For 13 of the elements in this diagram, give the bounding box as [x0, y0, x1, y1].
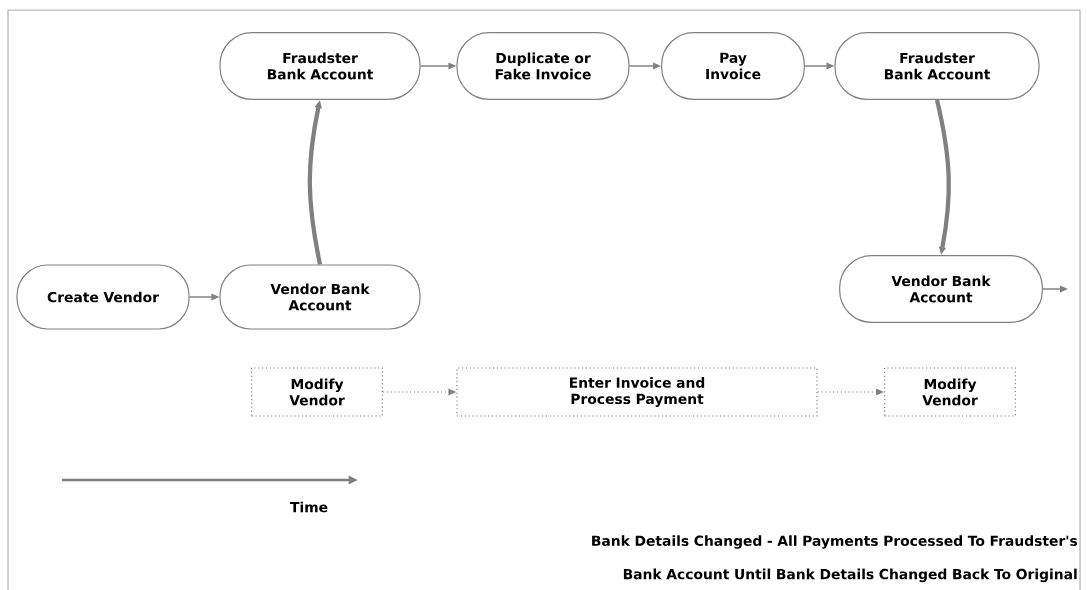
process-box: Fraudster Bank Account — [219, 32, 421, 100]
note-text: Bank Details Changed - All Payments Processed To Fraudster's Bank Account Until Bank Details Changed Back To Original — [592, 535, 1078, 583]
phase-box: Modify Vendor — [884, 367, 1016, 417]
process-box: Pay Invoice — [661, 32, 805, 100]
process-box: Create Vendor — [16, 264, 190, 330]
arrow — [817, 388, 884, 396]
process-box: Duplicate or Fake Invoice — [456, 32, 630, 100]
phase-box: Modify Vendor — [251, 367, 383, 417]
time-label: Time — [290, 501, 328, 513]
process-box: Vendor Bank Account — [839, 255, 1043, 323]
phase-box: Enter Invoice and Process Payment — [456, 367, 818, 417]
process-box: Fraudster Bank Account — [834, 32, 1040, 100]
process-box: Vendor Bank Account — [219, 264, 421, 330]
